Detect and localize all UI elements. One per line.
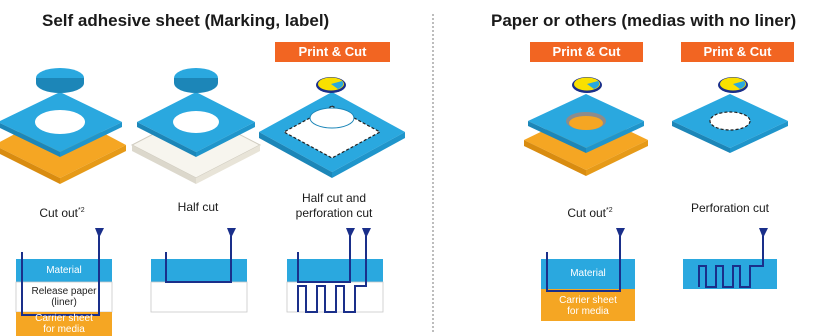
half-perforation-illustration [259, 77, 405, 178]
right-layer-label-carrier-line1: Carrier sheet [559, 295, 617, 306]
caption-perforation-cut: Perforation cut [690, 201, 770, 215]
right-layer-label-material: Material [570, 268, 606, 279]
right-perforation-illustration [672, 77, 788, 153]
layer-label-carrier-line2: for media [43, 324, 85, 335]
print-cut-badge-1: Print & Cut [530, 42, 643, 62]
caption-half-perforation-line1: Half cut and [301, 191, 367, 205]
print-cut-badge: Print & Cut [275, 42, 390, 62]
cross-section-right-perforation [683, 228, 777, 289]
footnote-marker: *2 [78, 207, 85, 214]
layer-label-carrier: Carrier sheet for media [16, 313, 112, 335]
caption-cut-out-text: Cut out [39, 206, 79, 220]
cross-section-half-perforation [286, 228, 384, 313]
cross-section-half-cut [150, 228, 248, 313]
right-layer-label-carrier: Carrier sheet for media [541, 295, 635, 317]
cross-section-cut-out [15, 228, 113, 336]
layer-label-release-line2: (liner) [51, 297, 77, 308]
right-section-title: Paper or others (medias with no liner) [491, 11, 797, 30]
print-cut-badge-2: Print & Cut [681, 42, 794, 62]
caption-half-perforation-line2: perforation cut [295, 206, 373, 220]
caption-cut-out: Cut out*2 [22, 203, 102, 221]
right-layer-label-carrier-line2: for media [567, 306, 609, 317]
layer-label-material: Material [46, 265, 82, 276]
caption-half-perforation: Half cut and perforation cut [284, 191, 384, 221]
layer-label-release: Release paper (liner) [16, 286, 112, 308]
footnote-marker-right: *2 [606, 207, 613, 214]
cross-section-right-cut-out [541, 228, 635, 321]
caption-right-cut-out-text: Cut out [567, 206, 607, 220]
caption-right-cut-out: Cut out*2 [550, 203, 630, 221]
right-cut-out-illustration [524, 77, 648, 176]
layer-label-carrier-line1: Carrier sheet [35, 313, 93, 324]
layer-label-release-line1: Release paper [31, 286, 97, 297]
cut-out-illustration [0, 68, 126, 184]
half-cut-illustration [130, 68, 262, 184]
caption-half-cut: Half cut [177, 200, 219, 214]
section-divider [432, 14, 434, 332]
left-section-title: Self adhesive sheet (Marking, label) [42, 11, 330, 30]
